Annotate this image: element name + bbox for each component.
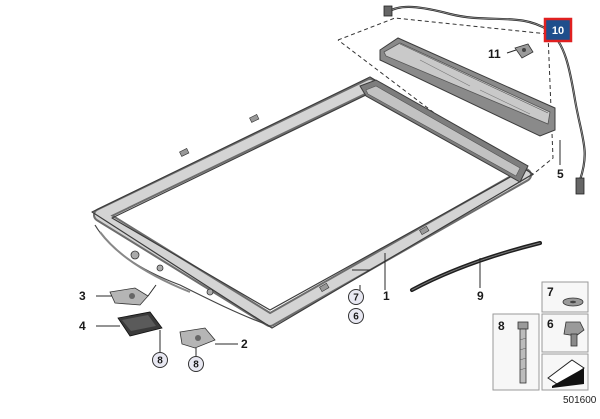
- svg-text:7: 7: [353, 293, 359, 304]
- svg-text:6: 6: [353, 312, 359, 323]
- seal-strip: [410, 241, 542, 292]
- callout-8-circled-b: 8: [188, 356, 204, 372]
- callout-10-highlighted: 10: [543, 17, 573, 43]
- callout-8-circled-a: 8: [152, 352, 168, 368]
- callout-11: 11: [488, 47, 501, 61]
- legend-label-7: 7: [547, 285, 554, 299]
- callout-2: 2: [241, 337, 248, 351]
- long-screw-icon: [517, 321, 529, 384]
- hose-end-fitting: [575, 177, 585, 195]
- legend-label-8: 8: [498, 319, 505, 333]
- legend-label-6: 6: [547, 317, 554, 331]
- hex-bolt-icon: [563, 321, 585, 347]
- callout-6-circled: 6: [348, 308, 364, 324]
- callout-5: 5: [557, 167, 564, 181]
- sunroof-frame: [91, 76, 534, 329]
- rear-cross-rail: [379, 37, 556, 137]
- fastener-legend: 7 6 8: [492, 281, 589, 391]
- diagram-number: 501600: [563, 395, 597, 406]
- callout-1: 1: [383, 289, 390, 303]
- bracket-part-2: [179, 327, 216, 349]
- callout-9: 9: [477, 289, 484, 303]
- svg-text:8: 8: [193, 360, 199, 371]
- callout-4: 4: [79, 319, 86, 333]
- callout-7-circled: 7: [348, 289, 364, 305]
- clip-part: [514, 43, 534, 59]
- svg-text:8: 8: [157, 356, 163, 367]
- bracket-part-3: [109, 287, 149, 306]
- svg-text:10: 10: [552, 25, 564, 37]
- reference-symbol-icon: [547, 359, 585, 388]
- bracket-part-4: [117, 311, 163, 337]
- callout-3: 3: [79, 289, 86, 303]
